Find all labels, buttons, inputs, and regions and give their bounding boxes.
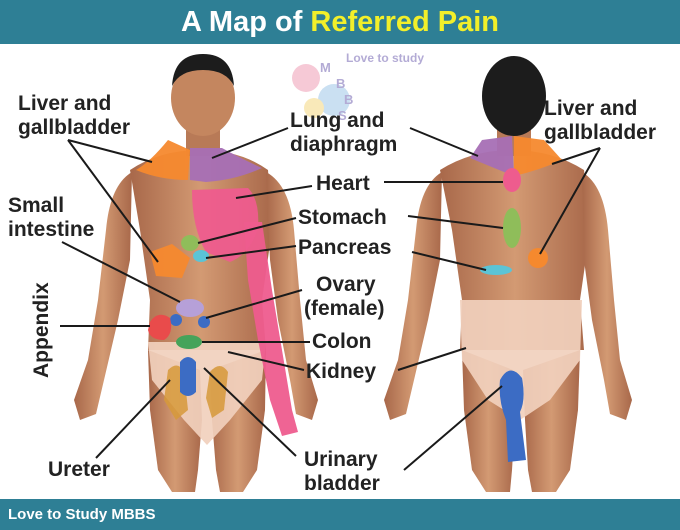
front-hair [172, 54, 234, 86]
heart-arm-region [244, 222, 298, 436]
footer-brand: Love to Study MBBS [8, 506, 156, 523]
watermark-circle [292, 64, 320, 92]
label-ovary-1: Ovary [316, 273, 376, 296]
stomach-back-region [503, 208, 521, 248]
back-head-hair [482, 56, 546, 136]
watermark-circle [304, 98, 324, 118]
body-diagram: M B B S Love to study [8, 51, 656, 495]
liver-back-upper-region [514, 136, 562, 176]
leader-lines [60, 127, 601, 471]
label-bladder-2: bladder [304, 472, 380, 495]
label-pancreas: Pancreas [298, 236, 391, 259]
leader-line [203, 367, 297, 457]
leader-line [61, 241, 181, 303]
page-title: A Map of Referred Pain [181, 6, 499, 38]
back-right-arm [582, 172, 632, 420]
ovary-left-region [170, 314, 182, 326]
label-liver-left-1: Liver and [18, 92, 111, 115]
title-highlight: Referred Pain [310, 6, 499, 38]
front-head [171, 60, 235, 136]
leader-line [235, 185, 313, 199]
title-prefix: A Map of [181, 6, 303, 38]
leader-line [411, 251, 487, 271]
front-figure [74, 54, 318, 492]
label-stomach: Stomach [298, 206, 387, 229]
watermark: M B B S Love to study [292, 51, 424, 123]
leader-line [409, 127, 479, 157]
lung-back-region [470, 136, 514, 176]
heart-region [192, 188, 259, 262]
back-briefs [460, 300, 582, 420]
label-kidney: Kidney [306, 360, 376, 383]
watermark-letter-b: B [344, 92, 353, 107]
bladder-back-region [499, 370, 526, 462]
labels: Liver and gallbladder Small intestine Ap… [8, 92, 656, 495]
title-bar: A Map of Referred Pain [0, 0, 680, 44]
watermark-letter-s: S [338, 108, 347, 123]
ovary-center-region [176, 299, 204, 317]
leader-line [227, 351, 305, 371]
leader-line [205, 289, 303, 319]
label-ovary-2: (female) [304, 297, 385, 320]
label-lung-2: diaphragm [290, 133, 397, 156]
leader-line [197, 217, 297, 244]
leader-line [67, 139, 153, 163]
watermark-letter-m: M [320, 60, 331, 75]
heart-back-region [503, 168, 521, 192]
label-ureter: Ureter [48, 458, 110, 481]
leader-line [539, 147, 601, 255]
footer-bar: Love to Study MBBS [0, 499, 680, 530]
pancreas-front-region [193, 250, 209, 262]
front-left-arm [74, 172, 132, 420]
label-lung-1: Lung and [290, 109, 384, 132]
liver-front-region [150, 244, 190, 278]
stomach-front-region [181, 235, 199, 251]
leader-line [67, 139, 159, 263]
label-small-intestine-2: intestine [8, 218, 94, 241]
bladder-front-region [180, 357, 196, 396]
label-liver-right-1: Liver and [544, 97, 637, 120]
watermark-circle [318, 84, 350, 116]
leader-line [551, 147, 601, 165]
label-appendix: Appendix [30, 282, 53, 378]
leader-line [205, 245, 297, 259]
liver-neck-region [136, 140, 190, 180]
front-right-arm [266, 172, 318, 420]
ureter-right-region [206, 366, 228, 418]
colon-region [176, 335, 202, 349]
lung-region [190, 148, 262, 182]
leader-line [95, 379, 171, 459]
back-left-arm [384, 172, 442, 420]
ovary-right-region [198, 316, 210, 328]
leader-line [211, 127, 289, 159]
label-liver-left-2: gallbladder [18, 116, 130, 139]
label-colon: Colon [312, 330, 371, 353]
label-liver-right-2: gallbladder [544, 121, 656, 144]
watermark-letter-b: B [336, 76, 345, 91]
leader-line [403, 385, 503, 471]
watermark-text: Love to study [346, 51, 424, 65]
liver-back-lower-region [528, 248, 548, 268]
pancreas-back-region [480, 265, 512, 275]
appendix-region [148, 314, 172, 340]
leader-line [407, 215, 504, 229]
label-bladder-1: Urinary [304, 448, 378, 471]
watermark-text-value: Love to study [346, 51, 424, 65]
back-figure [384, 56, 632, 492]
leader-line [397, 347, 467, 371]
label-small-intestine-1: Small [8, 194, 64, 217]
label-heart: Heart [316, 172, 370, 195]
